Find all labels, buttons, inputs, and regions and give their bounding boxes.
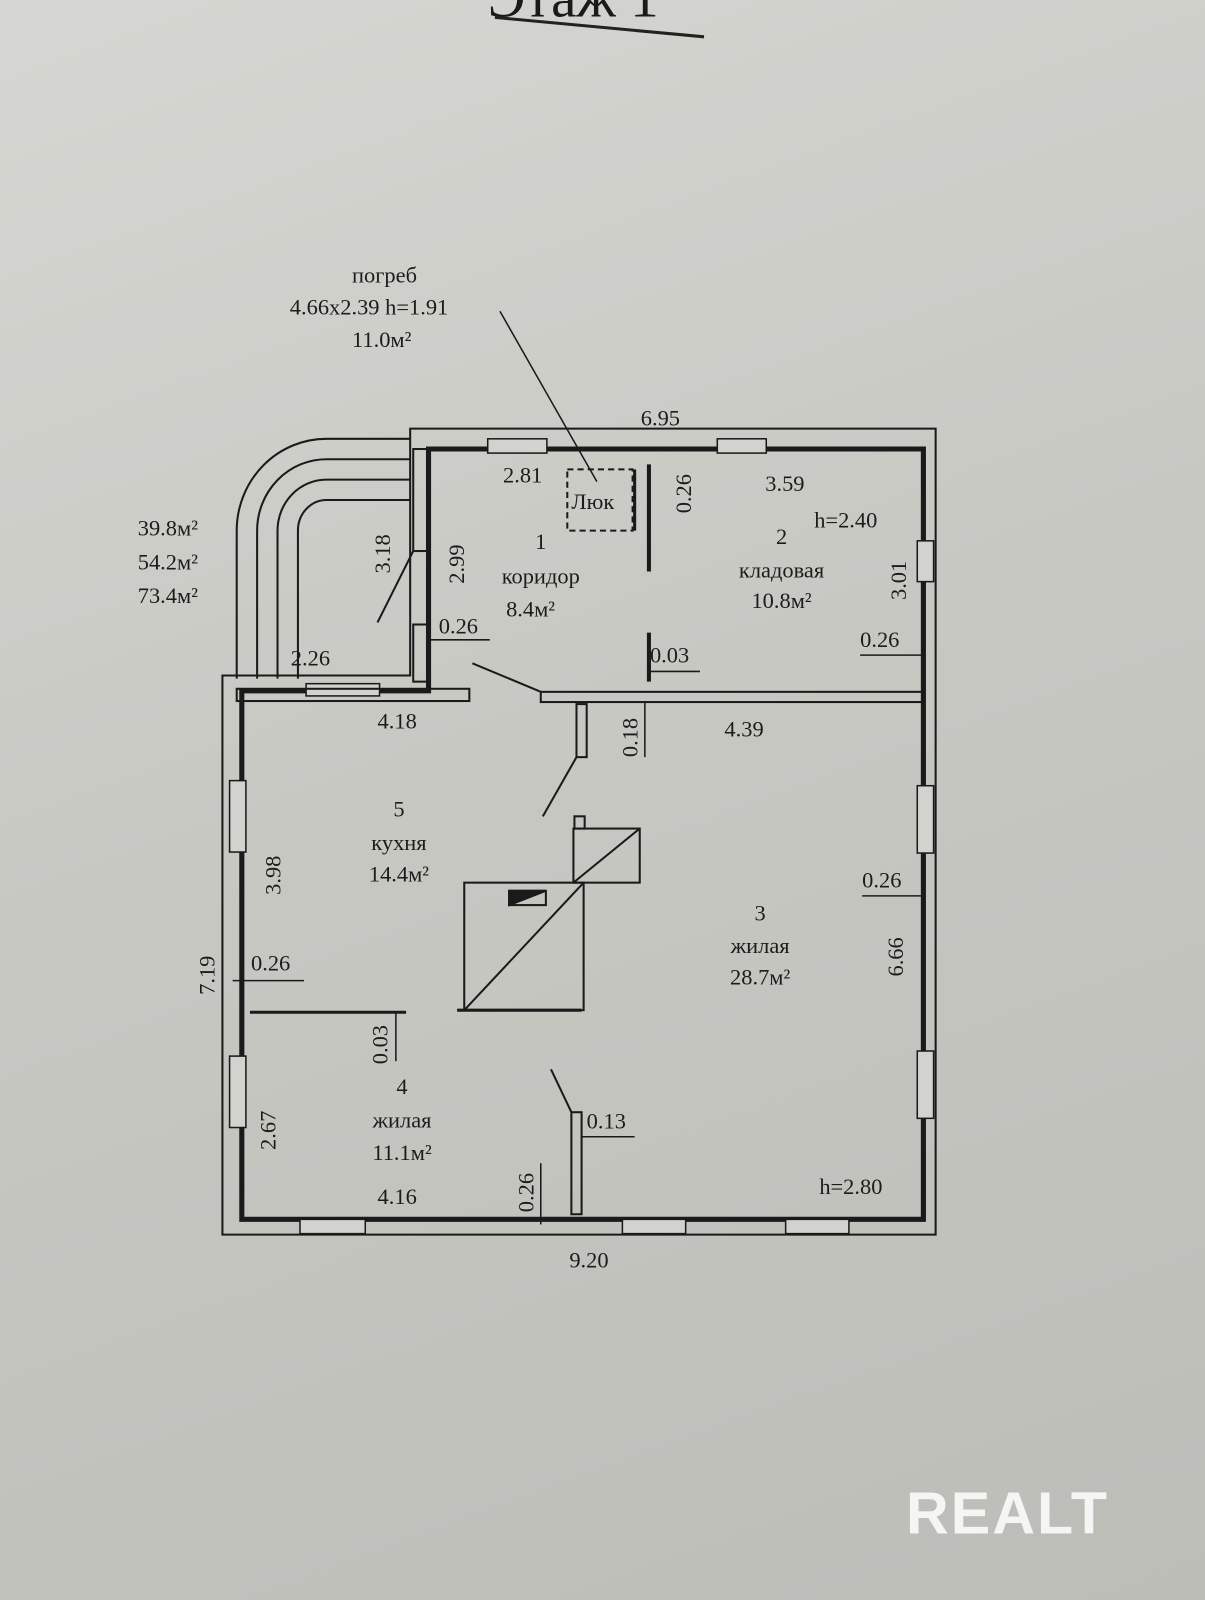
dim-partition-018: 0.18 xyxy=(618,718,643,757)
dim-top: 6.95 xyxy=(641,406,680,431)
hatch-label: Люк xyxy=(571,489,614,514)
interior-walls xyxy=(235,447,925,1216)
dim-wall-left: 0.26 xyxy=(251,950,290,975)
porch-steps xyxy=(235,437,411,679)
dim-wall-r2-right: 0.26 xyxy=(860,627,899,652)
room-name: жилая xyxy=(372,1108,432,1133)
dim-r4-height: 2.67 xyxy=(255,1111,280,1150)
dim-r1-width: 2.81 xyxy=(503,463,542,488)
room-1: 1 коридор 8.4м² xyxy=(502,529,580,621)
stove xyxy=(457,815,641,1012)
cellar-leader xyxy=(499,310,598,483)
room-area: 28.7м² xyxy=(730,965,790,990)
dim-kitchen-h: 3.98 xyxy=(261,856,286,895)
total-area-1: 39.8м² xyxy=(138,516,198,541)
room-area: 10.8м² xyxy=(751,588,811,613)
room-name: жилая xyxy=(730,933,790,958)
dim-partition-013: 0.13 xyxy=(587,1109,626,1134)
dim-bottom: 9.20 xyxy=(569,1247,608,1272)
dim-r3-height: 6.66 xyxy=(883,937,908,976)
room-5: 5 кухня 14.4м² xyxy=(369,796,429,886)
room-number: 4 xyxy=(396,1074,407,1099)
dim-r2-height: 3.01 xyxy=(886,561,911,600)
total-area-3: 73.4м² xyxy=(138,583,198,608)
dim-r3-width: 4.39 xyxy=(724,717,763,742)
dim-wall-bottom: 0.26 xyxy=(514,1173,539,1212)
room-area: 14.4м² xyxy=(369,862,429,887)
height-upper: h=2.40 xyxy=(814,508,877,533)
dim-wall-r1r2: 0.26 xyxy=(671,474,696,513)
dim-wall-r3-right: 0.26 xyxy=(862,868,901,893)
dim-partition-r1r2: 0.03 xyxy=(650,642,689,667)
cellar-label: погреб xyxy=(352,263,417,288)
dim-r2-width: 3.59 xyxy=(765,471,804,496)
dim-r4-width: 4.16 xyxy=(378,1184,417,1209)
room-area: 8.4м² xyxy=(506,596,555,621)
dim-kitchen-w: 4.18 xyxy=(378,709,417,734)
height-main: h=2.80 xyxy=(819,1174,882,1199)
dim-porch-h: 3.18 xyxy=(370,534,395,573)
dim-r1-height: 2.99 xyxy=(444,544,469,583)
windows xyxy=(228,438,935,1235)
cellar-dims: 4.66x2.39 h=1.91 xyxy=(290,294,449,319)
room-area: 11.1м² xyxy=(372,1140,432,1165)
room-name: кухня xyxy=(371,830,426,855)
title-underline xyxy=(494,15,705,39)
outer-walls xyxy=(221,427,937,1236)
room-number: 3 xyxy=(755,900,766,925)
room-name: кладовая xyxy=(739,558,824,583)
dim-partition-r4r5: 0.03 xyxy=(368,1025,393,1064)
room-4: 4 жилая 11.1м² xyxy=(372,1074,432,1165)
room-number: 2 xyxy=(776,524,787,549)
total-area-2: 54.2м² xyxy=(138,549,198,574)
dimensions: 6.95 9.20 7.19 2.81 2.99 3.59 3.01 3.18 … xyxy=(194,406,924,1272)
cellar-area: 11.0м² xyxy=(352,327,412,352)
dim-wall-porch: 0.26 xyxy=(439,614,478,639)
room-number: 1 xyxy=(535,529,546,554)
hatch-outline xyxy=(566,468,634,532)
realt-watermark: REALT xyxy=(906,1480,1109,1547)
room-name: коридор xyxy=(502,564,580,589)
room-3: 3 жилая 28.7м² xyxy=(730,900,791,989)
dim-porch-w: 2.26 xyxy=(291,645,330,670)
dim-left: 7.19 xyxy=(194,956,219,995)
room-2: 2 кладовая 10.8м² xyxy=(739,524,824,613)
room-number: 5 xyxy=(393,796,404,821)
